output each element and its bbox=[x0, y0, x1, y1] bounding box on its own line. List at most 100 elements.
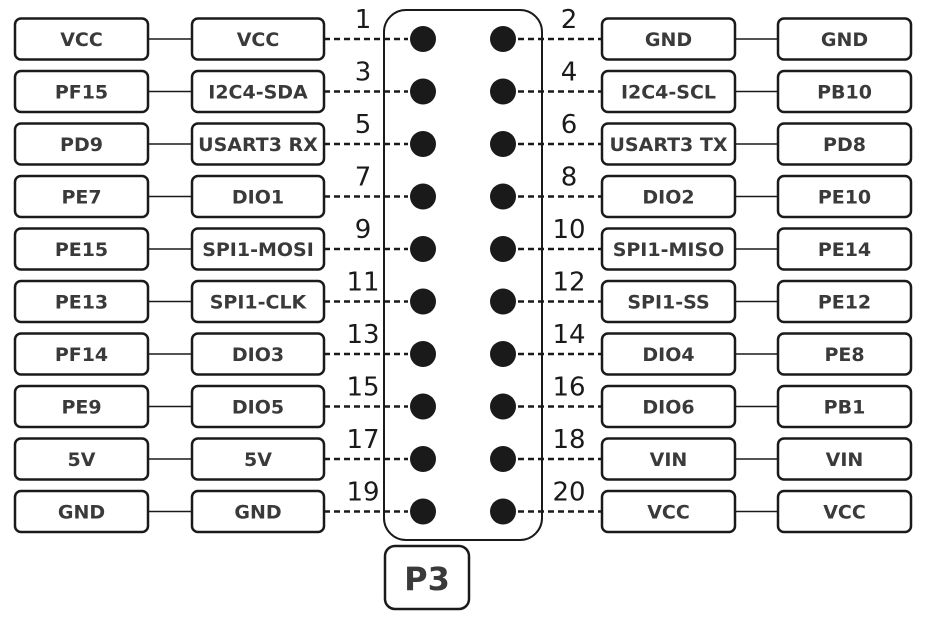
left-function-box: USART3 RX bbox=[190, 122, 326, 166]
left-function-box-label: SPI1-CLK bbox=[210, 292, 308, 314]
left-pin-dot bbox=[410, 183, 436, 210]
right-function-box-label: SPI1-MISO bbox=[613, 239, 725, 261]
left-function-box-label: SPI1-MOSI bbox=[202, 239, 314, 261]
left-function-box: DIO5 bbox=[190, 384, 326, 429]
left-port-box: PE7 bbox=[13, 174, 150, 219]
right-function-box: SPI1-MISO bbox=[600, 227, 737, 271]
left-function-box-label: VCC bbox=[237, 29, 280, 51]
right-port-box-label: PE14 bbox=[818, 239, 871, 261]
right-function-box: USART3 TX bbox=[600, 122, 737, 166]
header-label: P3 bbox=[383, 544, 471, 611]
left-function-box-label: DIO3 bbox=[232, 344, 284, 366]
left-port-box: PE9 bbox=[13, 384, 150, 429]
right-port-box: PD8 bbox=[776, 122, 913, 166]
right-port-box: PB10 bbox=[776, 69, 913, 114]
right-function-box: SPI1-SS bbox=[600, 279, 737, 324]
right-function-box: DIO6 bbox=[600, 384, 737, 429]
right-pin-dot bbox=[490, 393, 516, 420]
right-pin-dot bbox=[490, 446, 516, 472]
right-port-box: GND bbox=[776, 17, 913, 61]
left-pin-number: 17 bbox=[346, 425, 379, 455]
left-port-box: PE15 bbox=[13, 227, 150, 271]
right-port-box: VCC bbox=[776, 489, 913, 534]
right-function-box-label: DIO4 bbox=[642, 344, 694, 366]
left-pin-dot bbox=[410, 236, 436, 262]
header-label-text: P3 bbox=[404, 560, 450, 598]
left-pin-number: 13 bbox=[346, 320, 379, 350]
right-pin-dot bbox=[490, 183, 516, 210]
left-port-box-label: VCC bbox=[60, 29, 103, 51]
left-pin-dot bbox=[410, 131, 436, 157]
right-port-box-label: PE10 bbox=[818, 187, 871, 209]
left-pin-number: 9 bbox=[355, 215, 372, 245]
left-port-box: VCC bbox=[13, 17, 150, 61]
left-pin-number: 1 bbox=[355, 5, 372, 35]
right-function-box-label: VIN bbox=[650, 449, 688, 471]
left-pin-dot bbox=[410, 341, 436, 367]
left-port-box-label: PE7 bbox=[61, 187, 101, 209]
right-pin-dot bbox=[490, 78, 516, 105]
right-port-box: PE8 bbox=[776, 332, 913, 376]
left-port-box: PF15 bbox=[13, 69, 150, 114]
right-pin-number: 8 bbox=[561, 163, 578, 193]
left-function-box: SPI1-MOSI bbox=[190, 227, 326, 271]
left-port-box: GND bbox=[13, 489, 150, 534]
right-pin-dot bbox=[490, 26, 516, 52]
right-pin-dot bbox=[490, 236, 516, 262]
right-function-box-label: DIO6 bbox=[642, 397, 694, 419]
left-function-box: DIO1 bbox=[190, 174, 326, 219]
right-port-box-label: VIN bbox=[826, 449, 864, 471]
left-pin-number: 5 bbox=[355, 110, 372, 140]
right-pin-number: 16 bbox=[552, 373, 585, 403]
left-function-box: VCC bbox=[190, 17, 326, 61]
left-pin-dot bbox=[410, 498, 436, 525]
right-function-box-label: USART3 TX bbox=[610, 134, 728, 156]
right-function-box: VIN bbox=[600, 437, 737, 481]
left-function-box: I2C4-SDA bbox=[190, 69, 326, 114]
left-function-box-label: GND bbox=[234, 502, 281, 524]
right-port-box-label: GND bbox=[821, 29, 868, 51]
left-port-box: PF14 bbox=[13, 332, 150, 376]
left-pin-number: 11 bbox=[346, 268, 379, 298]
left-pin-dot bbox=[410, 78, 436, 105]
left-function-box-label: 5V bbox=[244, 449, 272, 471]
right-pin-number: 14 bbox=[552, 320, 585, 350]
right-port-box: PB1 bbox=[776, 384, 913, 429]
left-pin-dot bbox=[410, 288, 436, 315]
right-port-box-label: PB10 bbox=[817, 82, 872, 104]
left-port-box-label: PE15 bbox=[55, 239, 108, 261]
right-port-box-label: PE8 bbox=[824, 344, 864, 366]
left-function-box: 5V bbox=[190, 437, 326, 481]
right-port-box-label: PB1 bbox=[824, 397, 866, 419]
left-pin-dot bbox=[410, 446, 436, 472]
left-function-box: SPI1-CLK bbox=[190, 279, 326, 324]
left-function-box-label: USART3 RX bbox=[198, 134, 318, 156]
pin-row: PF14 DIO3 DIO4 PE8 13 14 bbox=[13, 320, 913, 376]
header-body bbox=[383, 9, 543, 541]
right-function-box-label: VCC bbox=[647, 502, 690, 524]
right-function-box: GND bbox=[600, 17, 737, 61]
left-port-box-label: PF15 bbox=[55, 82, 108, 104]
left-port-box-label: PF14 bbox=[55, 344, 108, 366]
pin-row: VCC VCC GND GND 1 2 bbox=[13, 5, 913, 61]
right-port-box: VIN bbox=[776, 437, 913, 481]
left-function-box: GND bbox=[190, 489, 326, 534]
right-pin-number: 2 bbox=[561, 5, 578, 35]
right-function-box-label: I2C4-SCL bbox=[621, 82, 716, 104]
right-pin-dot bbox=[490, 131, 516, 157]
right-port-box-label: PD8 bbox=[823, 134, 866, 156]
right-pin-dot bbox=[490, 341, 516, 367]
right-pin-dot bbox=[490, 288, 516, 315]
left-port-box-label: PE13 bbox=[55, 292, 108, 314]
right-pin-number: 12 bbox=[552, 268, 585, 298]
left-function-box: DIO3 bbox=[190, 332, 326, 376]
left-port-box-label: 5V bbox=[68, 449, 96, 471]
left-function-box-label: I2C4-SDA bbox=[208, 82, 308, 104]
left-pin-dot bbox=[410, 26, 436, 52]
